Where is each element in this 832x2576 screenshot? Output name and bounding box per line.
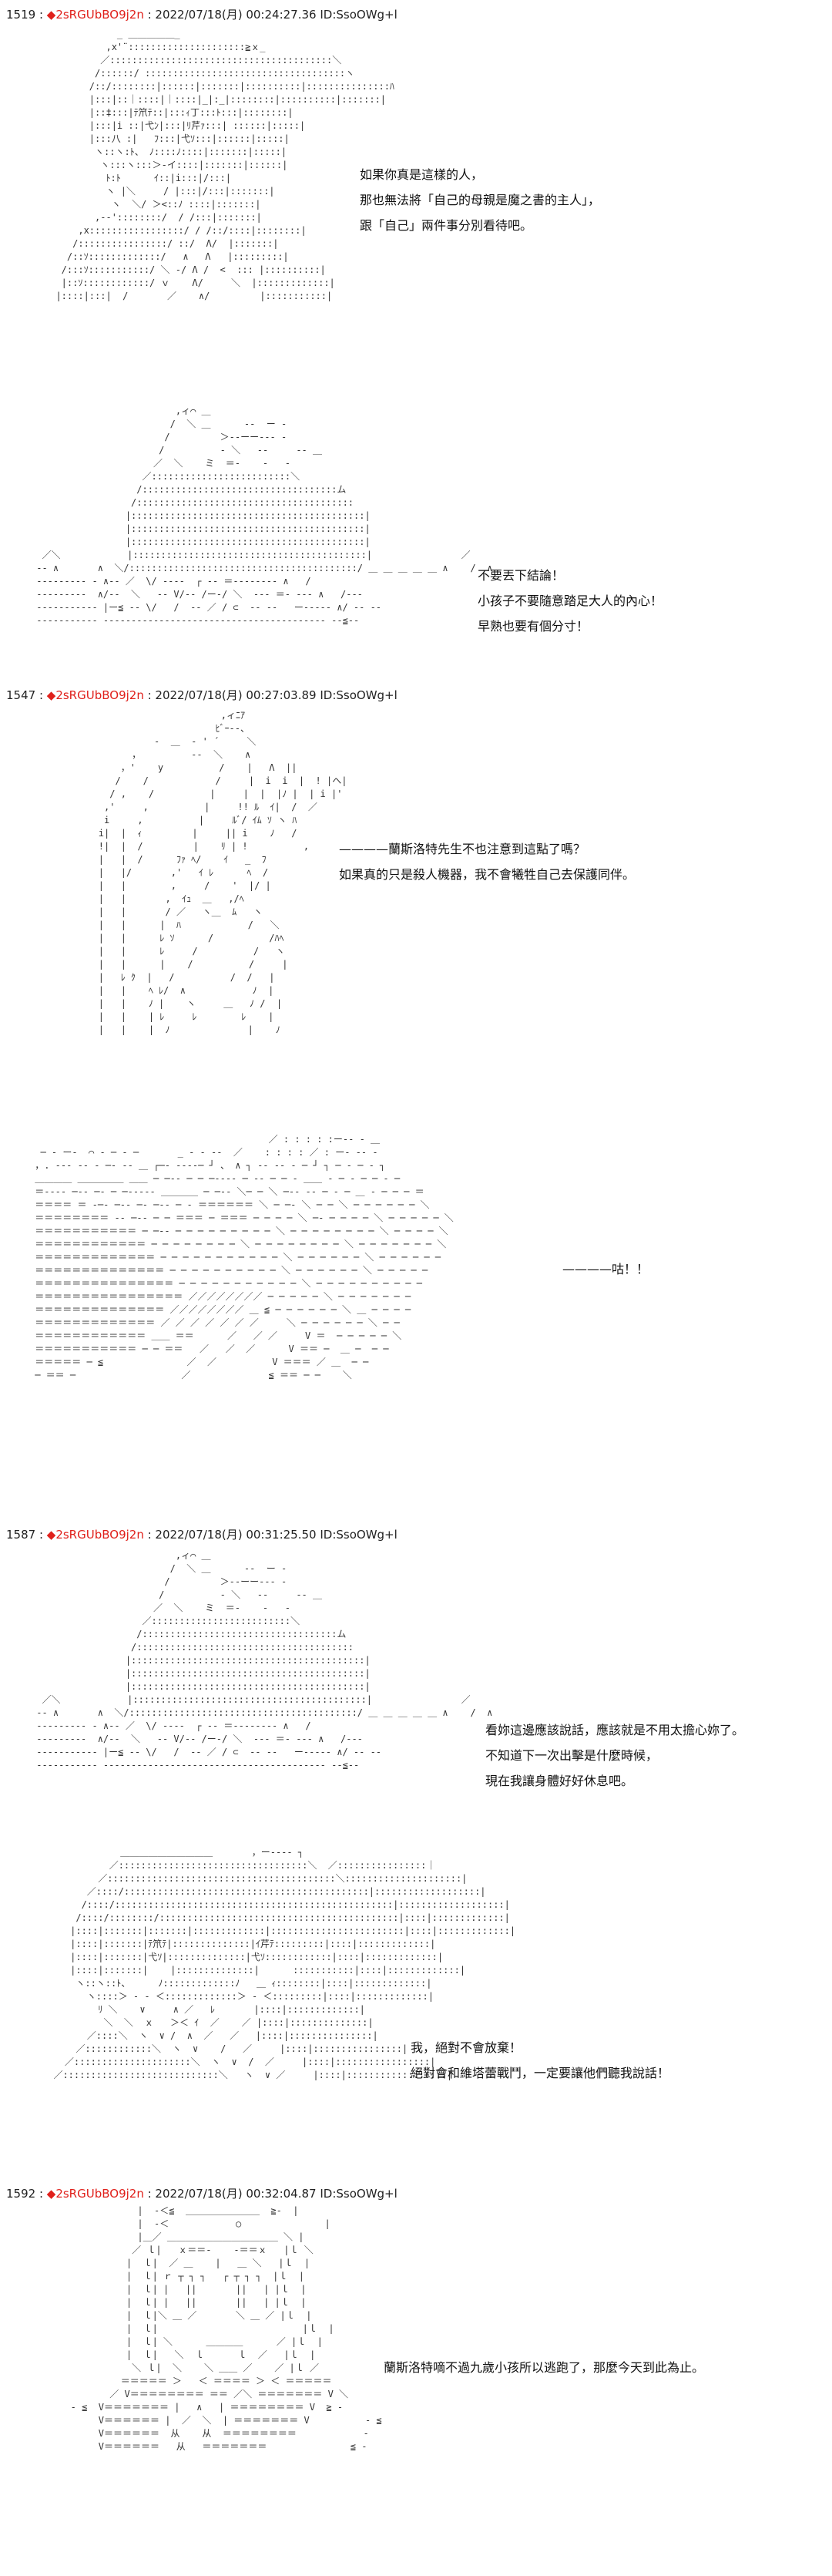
post-number: 1519 [6, 8, 36, 22]
ascii-art-hat-scene: ,ィ⌒ ＿ / ＼ ＿ ‐‐ ー ‐ / ＞‐‐ーー‐‐‐ ‐ / ‐ ＼ -‐… [36, 405, 493, 626]
ascii-art-character: ,ィﾆｱ ﾋﾞｰ‐-、 ‐ ＿ ‐ ' ´ ＼ ， ‐‐ ＼ ∧ ，' y / … [98, 710, 347, 1035]
dialogue-line: 早熟也要有個分寸！ [478, 619, 589, 634]
post-meta: 2022/07/18(月) 00:27:03.89 ID:SsoOWg+l [155, 688, 398, 702]
post-header: 1587 : ◆2sRGUbBO9j2n : 2022/07/18(月) 00:… [6, 1528, 398, 1542]
post-number: 1592 [6, 2187, 36, 2201]
poster-trip[interactable]: 2sRGUbBO9j2n [55, 8, 144, 22]
diamond-icon: ◆ [46, 688, 56, 702]
dialogue-block: 蘭斯洛特嘀不過九歲小孩所以逃跑了，那麼今天到此為止。 [384, 2355, 704, 2380]
dialogue-line: 絕對會和維塔蕾戰鬥，一定要讓他們聽我說話！ [411, 2066, 670, 2080]
poster-trip[interactable]: 2sRGUbBO9j2n [55, 1528, 144, 1542]
dialogue-line: 蘭斯洛特嘀不過九歲小孩所以逃跑了，那麼今天到此為止。 [384, 2360, 705, 2375]
dialogue-line: 現在我讓身體好好休息吧。 [485, 1774, 634, 1788]
dialogue-line: ————蘭斯洛特先生不也注意到這點了嗎？ [339, 842, 586, 856]
post-meta: 2022/07/18(月) 00:32:04.87 ID:SsoOWg+l [155, 2187, 398, 2201]
dialogue-line: 我，絕對不會放棄！ [411, 2040, 522, 2055]
dialogue-line: 如果真的只是殺人機器，我不會犧牲自己去保護同伴。 [339, 867, 636, 882]
dialogue-block: ————蘭斯洛特先生不也注意到這點了嗎？ 如果真的只是殺人機器，我不會犧牲自己去… [339, 836, 635, 887]
ascii-art-hat-scene: ,ィ⌒ ＿ / ＼ ＿ ‐‐ ー ‐ / ＞‐‐ーー‐‐‐ ‐ / ‐ ＼ -‐… [36, 1550, 493, 1771]
dialogue-line: 那也無法將「自己的母親是魔之書的主人」， [360, 193, 601, 207]
diamond-icon: ◆ [46, 8, 56, 22]
diamond-icon: ◆ [46, 1528, 56, 1542]
post-meta: 2022/07/18(月) 00:24:27.36 ID:SsoOWg+l [155, 8, 398, 22]
dialogue-line: ————咕！！ [562, 1262, 649, 1276]
dialogue-line: 不知道下一次出擊是什麼時候， [485, 1748, 659, 1763]
dialogue-block: 看妳這邊應該說話，應該就是不用太擔心妳了。 不知道下一次出擊是什麼時候， 現在我… [485, 1717, 744, 1794]
ascii-art-character: _ ＿＿＿＿＿_ ,x'¨:::::::::::::::::::::≧ｘ_ ／:… [55, 29, 394, 301]
dialogue-block: 如果你真是這樣的人， 那也無法將「自己的母親是魔之書的主人」， 跟「自己」兩件事… [360, 162, 600, 238]
ascii-art-clash-scene: ／ : : : : :ー‐‐ ‐ ＿ ─ ‐ ー‐ ⌒ ‐ ─ ‐ ─ _ - … [35, 1134, 454, 1380]
post-header: 1592 : ◆2sRGUbBO9j2n : 2022/07/18(月) 00:… [6, 2187, 398, 2201]
dialogue-block: 不要丟下結論！ 小孩子不要隨意踏足大人的內心！ 早熟也要有個分寸！ [478, 563, 663, 639]
post-header: 1519 : ◆2sRGUbBO9j2n : 2022/07/18(月) 00:… [6, 8, 398, 22]
dialogue-line: 看妳這邊應該說話，應該就是不用太擔心妳了。 [485, 1723, 745, 1737]
poster-trip[interactable]: 2sRGUbBO9j2n [55, 2187, 144, 2201]
post-meta: 2022/07/18(月) 00:31:25.50 ID:SsoOWg+l [155, 1528, 398, 1542]
ascii-art-character: ＿＿＿＿＿＿＿＿＿＿ ，ー‐‐‐‐ ┐ ／:::::::::::::::::::… [53, 1847, 516, 2080]
dialogue-line: 如果你真是這樣的人， [360, 167, 484, 182]
dialogue-line: 跟「自己」兩件事分別看待吧。 [360, 218, 533, 233]
diamond-icon: ◆ [46, 2187, 56, 2201]
dialogue-block: 我，絕對不會放棄！ 絕對會和維塔蕾戰鬥，一定要讓他們聽我說話！ [411, 2035, 669, 2086]
post-number: 1547 [6, 688, 36, 702]
poster-trip[interactable]: 2sRGUbBO9j2n [55, 688, 144, 702]
post-number: 1587 [6, 1528, 36, 1542]
post-header: 1547 : ◆2sRGUbBO9j2n : 2022/07/18(月) 00:… [6, 688, 398, 702]
dialogue-block: ————咕！！ [562, 1256, 649, 1282]
ascii-art-character: | ‐＜≦ ＿＿＿＿＿＿＿＿ ≧‐ | | ‐＜ ○ | |＿／ ＿＿＿＿＿＿＿… [70, 2205, 382, 2452]
dialogue-line: 不要丟下結論！ [478, 568, 565, 583]
dialogue-line: 小孩子不要隨意踏足大人的內心！ [478, 594, 663, 608]
